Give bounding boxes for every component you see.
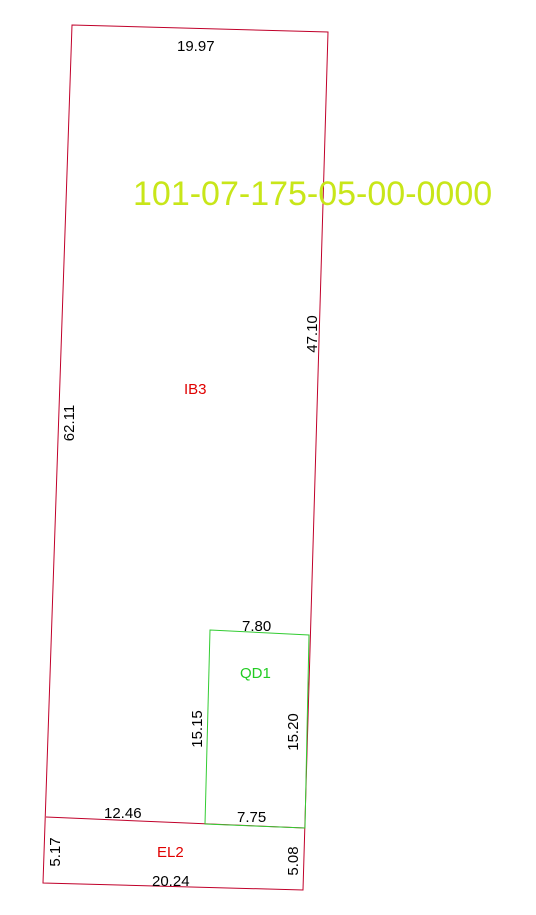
dimension-qd1-top: 7.80 xyxy=(242,618,271,635)
dimension-left-main: 62.11 xyxy=(61,405,78,441)
dimension-el2-right: 5.08 xyxy=(285,846,302,875)
zone-label-ib3: IB3 xyxy=(184,381,207,398)
dimension-bottom: 20.24 xyxy=(152,873,190,890)
dimension-top: 19.97 xyxy=(177,38,215,55)
zone-label-el2: EL2 xyxy=(157,844,184,861)
dimension-right-upper: 47.10 xyxy=(304,315,321,353)
dimension-el2-left: 5.17 xyxy=(47,837,64,866)
dimension-qd1-right: 15.20 xyxy=(285,713,302,751)
parcel-id-label: 101-07-175-05-00-0000 xyxy=(133,175,492,213)
dimension-qd1-left: 15.15 xyxy=(189,710,206,748)
parcel-boundary xyxy=(42,24,329,891)
dimension-qd1-bottom: 7.75 xyxy=(237,809,266,826)
qd1-zone-boundary xyxy=(204,629,310,829)
dimension-divider-left: 12.46 xyxy=(104,805,142,822)
zone-label-qd1: QD1 xyxy=(240,665,271,682)
